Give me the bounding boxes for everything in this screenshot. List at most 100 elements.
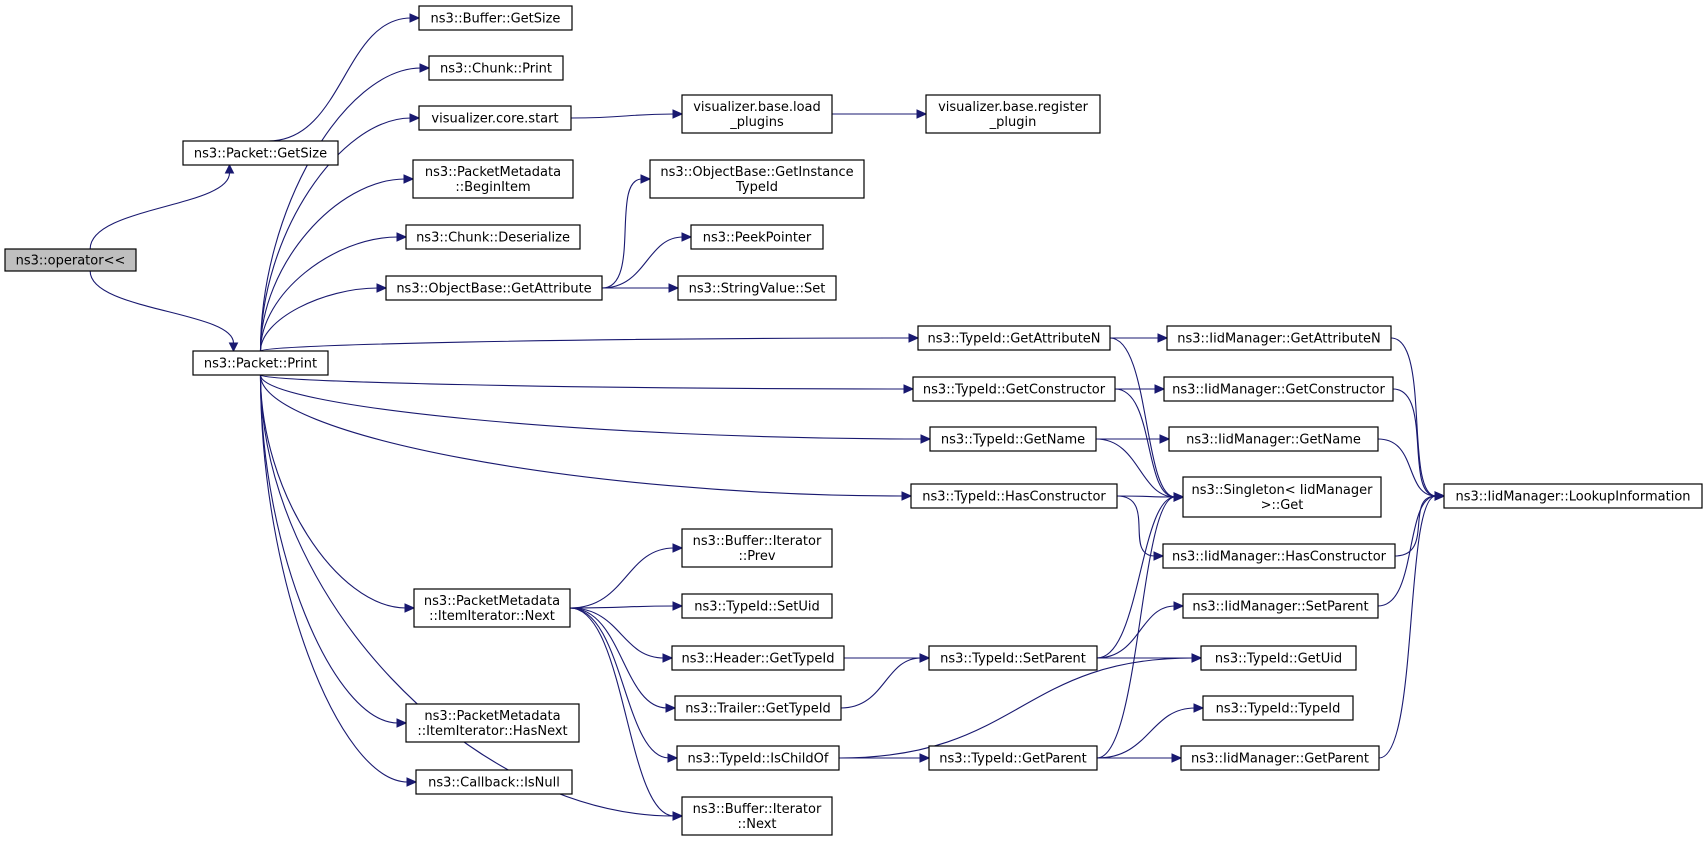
node-box: [1200, 645, 1357, 671]
node-typeid_getattributen[interactable]: ns3::TypeId::GetAttributeN: [917, 325, 1111, 351]
node-label: ::BeginItem: [455, 180, 530, 195]
node-label: ns3::IidManager::GetAttributeN: [1177, 332, 1381, 347]
node-packet_print[interactable]: ns3::Packet::Print: [192, 350, 329, 376]
edge-packet_print-to-typeid_getname: [259, 374, 932, 444]
node-typeid_setuid[interactable]: ns3::TypeId::SetUid: [681, 593, 833, 619]
edge-typeid_hasconstructor-to-iid_hasconstructor: [1116, 495, 1165, 561]
node-box: [1182, 593, 1379, 619]
edge-pm_itemiter_next-to-bufiter_next: [569, 607, 684, 821]
node-box: [690, 224, 824, 250]
node-box: [1163, 376, 1394, 402]
node-ob_getattribute[interactable]: ns3::ObjectBase::GetAttribute: [385, 275, 603, 301]
node-box: [428, 55, 564, 81]
node-label: ns3::TypeId::GetName: [941, 433, 1085, 448]
node-buffer_getsize[interactable]: ns3::Buffer::GetSize: [418, 5, 573, 31]
node-iid_getname[interactable]: ns3::IidManager::GetName: [1168, 426, 1379, 452]
node-typeid_hasconstructor[interactable]: ns3::TypeId::HasConstructor: [910, 483, 1118, 509]
edge-pm_itemiter_next-to-header_gettypeid: [569, 607, 674, 663]
call-nodes: ns3::operator<<ns3::Packet::GetSizens3::…: [4, 5, 1703, 836]
node-typeid_getconstructor[interactable]: ns3::TypeId::GetConstructor: [912, 376, 1116, 402]
edge-packet_print-to-chunk_print: [259, 63, 431, 352]
edge-packet_print-to-callback_isnull: [259, 374, 418, 787]
node-header_gettypeid[interactable]: ns3::Header::GetTypeId: [671, 645, 845, 671]
node-label: ns3::TypeId::GetConstructor: [923, 383, 1106, 398]
node-box: [418, 5, 573, 31]
node-pm_itemiter_hasnext[interactable]: ns3::PacketMetadata::ItemIterator::HasNe…: [405, 703, 580, 743]
node-box: [677, 275, 837, 301]
node-label: ns3::Packet::GetSize: [194, 147, 327, 162]
node-bufiter_prev[interactable]: ns3::Buffer::Iterator::Prev: [681, 528, 833, 568]
node-typeid_getuid[interactable]: ns3::TypeId::GetUid: [1200, 645, 1357, 671]
node-label: ns3::IidManager::GetParent: [1191, 752, 1369, 767]
node-pm_beginitem[interactable]: ns3::PacketMetadata::BeginItem: [412, 159, 574, 199]
node-viz_core_start[interactable]: visualizer.core.start: [418, 105, 572, 131]
node-box: [674, 695, 842, 721]
node-typeid_setparent[interactable]: ns3::TypeId::SetParent: [928, 645, 1098, 671]
node-typeid_ischildof[interactable]: ns3::TypeId::IsChildOf: [676, 745, 840, 771]
node-label: ns3::PeekPointer: [703, 231, 812, 246]
node-label: ns3::TypeId::HasConstructor: [922, 490, 1106, 505]
node-label: ns3::Buffer::Iterator: [693, 802, 822, 817]
node-chunk_print[interactable]: ns3::Chunk::Print: [428, 55, 564, 81]
node-box: [681, 528, 833, 568]
edge-iid_getparent-to-iid_lookupinformation: [1378, 491, 1446, 759]
node-box: [413, 588, 571, 628]
node-iid_getparent[interactable]: ns3::IidManager::GetParent: [1180, 745, 1380, 771]
node-box: [676, 745, 840, 771]
node-label: ns3::StringValue::Set: [689, 282, 826, 297]
edge-pm_itemiter_next-to-typeid_setuid: [569, 601, 684, 611]
node-viz_load_plugins[interactable]: visualizer.base.load_plugins: [681, 94, 833, 134]
node-typeid_getname[interactable]: ns3::TypeId::GetName: [929, 426, 1097, 452]
node-iid_setparent[interactable]: ns3::IidManager::SetParent: [1182, 593, 1379, 619]
node-box: [912, 376, 1116, 402]
node-packet_getsize[interactable]: ns3::Packet::GetSize: [182, 140, 339, 166]
edge-ob_getattribute-to-peekpointer: [601, 232, 693, 289]
node-label: _plugins: [729, 115, 784, 130]
node-label: ns3::PacketMetadata: [424, 594, 560, 609]
node-viz_register_plugin[interactable]: visualizer.base.register_plugin: [925, 94, 1101, 134]
node-label: ns3::PacketMetadata: [424, 709, 560, 724]
node-box: [412, 159, 574, 199]
node-label: visualizer.base.register: [938, 100, 1089, 115]
node-label: ns3::Buffer::GetSize: [431, 12, 561, 27]
node-callback_isnull[interactable]: ns3::Callback::IsNull: [415, 769, 573, 795]
node-label: _plugin: [989, 115, 1037, 130]
node-box: [1162, 543, 1396, 569]
node-singleton_get[interactable]: ns3::Singleton< IidManager>::Get: [1182, 476, 1382, 518]
node-typeid_typeid[interactable]: ns3::TypeId::TypeId: [1202, 695, 1354, 721]
node-pm_itemiter_next[interactable]: ns3::PacketMetadata::ItemIterator::Next: [413, 588, 571, 628]
node-label: ::Prev: [738, 549, 775, 564]
edge-viz_load_plugins-to-viz_register_plugin: [832, 109, 928, 119]
node-box: [671, 645, 845, 671]
edge-pm_itemiter_next-to-bufiter_prev: [569, 543, 684, 609]
node-stringvalue_set[interactable]: ns3::StringValue::Set: [677, 275, 837, 301]
edge-typeid_ischildof-to-typeid_getparent: [838, 753, 931, 763]
node-box: [649, 159, 865, 199]
node-trailer_gettypeid[interactable]: ns3::Trailer::GetTypeId: [674, 695, 842, 721]
node-label: visualizer.core.start: [431, 112, 558, 127]
node-operator[interactable]: ns3::operator<<: [4, 248, 137, 272]
node-iid_hasconstructor[interactable]: ns3::IidManager::HasConstructor: [1162, 543, 1396, 569]
node-label: visualizer.base.load: [693, 100, 821, 115]
node-peekpointer[interactable]: ns3::PeekPointer: [690, 224, 824, 250]
edge-pm_itemiter_next-to-trailer_gettypeid: [569, 607, 677, 713]
node-label: ns3::IidManager::HasConstructor: [1172, 550, 1387, 565]
node-bufiter_next[interactable]: ns3::Buffer::Iterator::Next: [681, 796, 833, 836]
node-typeid_getparent[interactable]: ns3::TypeId::GetParent: [928, 745, 1098, 771]
edge-packet_print-to-viz_core_start: [259, 113, 421, 352]
node-iid_lookupinformation[interactable]: ns3::IidManager::LookupInformation: [1443, 483, 1703, 509]
node-box: [405, 224, 581, 250]
node-chunk_deserialize[interactable]: ns3::Chunk::Deserialize: [405, 224, 581, 250]
node-iid_getattributen[interactable]: ns3::IidManager::GetAttributeN: [1166, 325, 1392, 351]
edge-packet_print-to-typeid_getattributen: [259, 333, 920, 352]
node-label: TypeId: [735, 180, 778, 195]
edge-typeid_setparent-to-singleton_get: [1096, 492, 1185, 659]
node-box: [1443, 483, 1703, 509]
edge-packet_print-to-typeid_hasconstructor: [259, 374, 913, 501]
node-box: [1180, 745, 1380, 771]
node-iid_getconstructor[interactable]: ns3::IidManager::GetConstructor: [1163, 376, 1394, 402]
node-box: [1182, 476, 1382, 518]
node-box: [415, 769, 573, 795]
